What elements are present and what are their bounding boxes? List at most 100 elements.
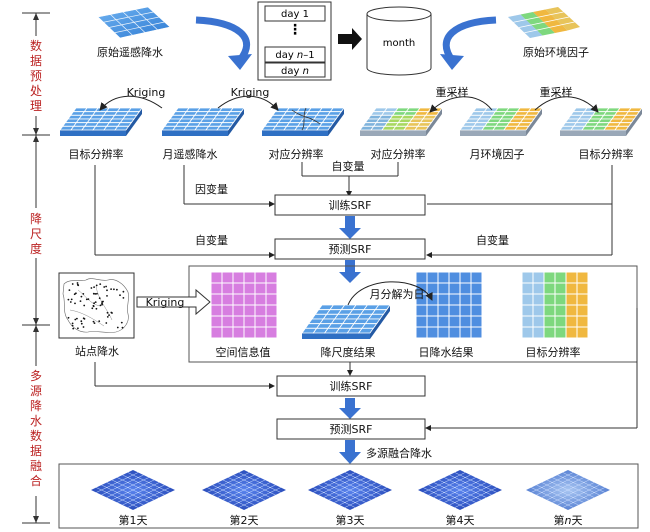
fusion-results-box — [58, 463, 639, 529]
raw-rs-label: 原始遥感降水 — [97, 45, 163, 59]
month-to-day-arrow — [347, 281, 433, 306]
train-srf-label-2: 训练SRF — [330, 379, 373, 393]
grid-row-label: 月环境因子 — [470, 147, 525, 161]
target-res-grid — [521, 271, 589, 339]
raw-env-grid — [508, 7, 580, 38]
fusion-day-label: 第n天 — [554, 513, 583, 527]
fusion-day-label: 第4天 — [446, 513, 475, 527]
section-label-char: 据 — [30, 444, 42, 458]
grid-tile — [59, 107, 143, 136]
fusion-day-label: 第1天 — [119, 513, 148, 527]
section-label-char: 尺 — [30, 227, 42, 241]
station-label: 站点降水 — [75, 344, 119, 358]
resample-label-2: 重采样 — [540, 85, 573, 99]
fusion-label: 多源融合降水 — [366, 446, 432, 460]
predict-srf-label-1: 预测SRF — [329, 243, 372, 256]
indep-left-label: 自变量 — [195, 233, 228, 247]
train-srf-box-2 — [276, 375, 426, 397]
fusion-results: 第1天 第2天 第3天 第4天 第n天 — [91, 470, 610, 527]
kriging-label-1: Kriging — [127, 86, 166, 99]
fusion-day-label: 第3天 — [336, 513, 365, 527]
dependent-var-label: 自变量 — [332, 159, 365, 173]
indep-right-label: 自变量 — [476, 233, 509, 247]
day-n-label: day n — [281, 66, 309, 77]
predict-srf-box-2 — [276, 418, 426, 440]
middle-labels: 空间信息值 降尺度结果 日降水结果 目标分辨率 — [216, 345, 581, 359]
grid-row-label: 月遥感降水 — [163, 147, 218, 161]
resample-arrow-1 — [429, 96, 493, 113]
section-label-char: 预 — [30, 69, 42, 83]
fusion-day-label: 第2天 — [230, 513, 259, 527]
curve-arrow-left — [195, 16, 250, 63]
kriging-arrow-1 — [99, 95, 163, 111]
middle-label: 空间信息值 — [216, 345, 271, 359]
kriging-hollow-arrow — [136, 288, 211, 316]
train-srf-label-1: 训练SRF — [329, 198, 372, 212]
grid-tile — [459, 107, 543, 136]
downscale-result-grid — [301, 304, 391, 339]
section-ruler — [22, 12, 50, 524]
middle-label: 目标分辨率 — [526, 345, 581, 359]
kriging-middle-label: Kriging — [146, 296, 185, 309]
raw-rs-grid — [97, 6, 171, 39]
connector-lines-2 — [94, 308, 638, 431]
grid-row-label: 对应分辨率 — [269, 147, 324, 161]
curve-arrow-right-head — [440, 54, 464, 70]
grid-tile — [559, 107, 643, 136]
connector-lines — [94, 162, 613, 258]
grid-row-label: 目标分辨率 — [69, 147, 124, 161]
section-label-char: 水 — [30, 414, 42, 428]
section-label-char: 合 — [30, 473, 42, 488]
grid-tile — [261, 107, 345, 136]
station-map — [58, 272, 135, 339]
middle-label: 日降水结果 — [419, 345, 474, 359]
fusion-day-grid — [202, 470, 286, 510]
fusion-day-grid — [308, 470, 392, 510]
grid-row-labels: 目标分辨率 月遥感降水 对应分辨率 对应分辨率 月环境因子 目标分辨率 — [69, 147, 634, 161]
day-1-label: day 1 — [281, 9, 309, 20]
section-label-char: 数 — [30, 38, 42, 53]
predict-srf-label-2: 预测SRF — [330, 423, 373, 436]
train-srf-box-1 — [274, 194, 426, 216]
middle-grids — [210, 271, 589, 339]
section-label-char: 降 — [30, 212, 42, 226]
days-box: day 1 ⋮ day n–1 day n — [257, 1, 332, 81]
to-month-arrow — [338, 28, 362, 50]
grid-row-label: 对应分辨率 — [371, 147, 426, 161]
grid-row — [59, 107, 643, 136]
section-label-char: 据 — [30, 54, 42, 68]
resample-label-1: 重采样 — [436, 85, 469, 99]
section-label-char: 数 — [30, 428, 42, 443]
grid-tile — [161, 107, 245, 136]
factor-var-label: 因变量 — [195, 182, 228, 196]
fusion-day-grid — [526, 470, 610, 510]
section-label-char: 处 — [30, 84, 42, 98]
grid-row-label: 目标分辨率 — [579, 147, 634, 161]
grid-tile — [359, 107, 443, 136]
fusion-day-grid — [418, 470, 502, 510]
kriging-arrow-2 — [217, 95, 279, 111]
raw-env-label: 原始环境因子 — [523, 45, 589, 59]
section-label-char: 多 — [30, 369, 42, 383]
section-label-char: 融 — [30, 459, 42, 473]
section-label-char: 理 — [30, 99, 42, 113]
blue-down-arrows — [339, 216, 361, 464]
dots-label: ⋮ — [288, 22, 302, 38]
middle-label: 降尺度结果 — [321, 345, 376, 359]
fusion-day-grid — [91, 470, 175, 510]
spatial-info-grid — [210, 271, 278, 339]
daily-rain-grid — [415, 271, 483, 339]
kriging-label-2: Kriging — [231, 86, 270, 99]
day-n-1-label: day n–1 — [275, 50, 314, 61]
curve-arrow-right — [442, 16, 497, 63]
curve-arrow-left-head — [228, 54, 252, 70]
month-cylinder — [366, 6, 432, 76]
section-label-char: 源 — [30, 384, 42, 398]
month-to-day-label: 月分解为日 — [370, 287, 425, 301]
section-label-char: 降 — [30, 399, 42, 413]
month-label: month — [383, 38, 415, 49]
section-label-char: 度 — [30, 241, 42, 256]
